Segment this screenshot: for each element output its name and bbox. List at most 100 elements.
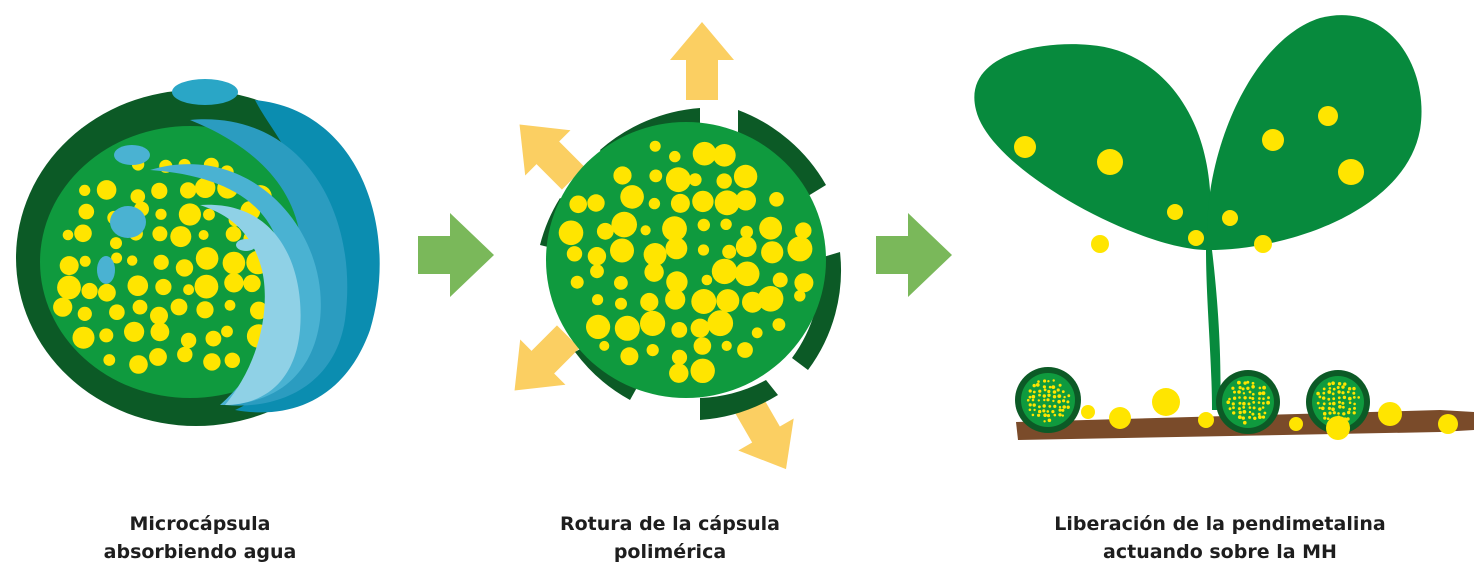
dot [1331, 392, 1335, 396]
dot [1032, 390, 1036, 394]
dot [1347, 387, 1352, 391]
dot [1228, 407, 1232, 411]
dot [1348, 407, 1351, 411]
dot [1248, 410, 1252, 414]
dot [1243, 381, 1247, 385]
dot [152, 226, 168, 242]
dot [1047, 380, 1050, 383]
dot [1252, 401, 1256, 404]
dot [1028, 408, 1032, 412]
dot [1348, 401, 1352, 405]
soil-capsule [1216, 370, 1280, 434]
dot [640, 292, 659, 312]
dot [203, 208, 215, 221]
dot [1226, 400, 1230, 405]
dot [1062, 399, 1066, 403]
dot [688, 173, 702, 187]
dot [224, 299, 236, 311]
dot [129, 355, 148, 374]
dot [1061, 408, 1065, 412]
dot [1237, 380, 1241, 385]
dot [1241, 387, 1245, 391]
dot [648, 197, 661, 210]
dot [183, 284, 195, 296]
dot [1352, 411, 1356, 415]
dot [690, 358, 715, 383]
left-leaf [974, 44, 1211, 251]
dot [1243, 396, 1247, 400]
dot [1327, 406, 1331, 410]
dot [1232, 406, 1235, 410]
dot [558, 220, 584, 246]
dot [1032, 403, 1036, 407]
dot [640, 310, 666, 336]
dot [1316, 401, 1320, 405]
dot [110, 237, 122, 250]
dot [1056, 388, 1060, 392]
arrow-right-icon [876, 213, 952, 297]
dot [759, 216, 782, 240]
step-caption-2: Rotura de la cápsula polimérica [510, 510, 830, 566]
dot [1058, 383, 1062, 387]
dot [1248, 415, 1252, 419]
caption-line: polimérica [613, 541, 727, 563]
dot [1323, 416, 1327, 420]
dot [643, 243, 667, 266]
dot [155, 208, 167, 220]
dot [1248, 390, 1252, 394]
dot [198, 230, 209, 240]
dot [205, 330, 222, 347]
dot [124, 321, 145, 342]
dot [586, 314, 611, 339]
dot [1246, 380, 1250, 384]
dot [1347, 410, 1351, 415]
pendimethalin-release-illustration [974, 15, 1474, 440]
dot [669, 363, 689, 383]
dot [195, 177, 216, 198]
dot [149, 348, 167, 366]
dot [620, 347, 639, 366]
dot [1031, 398, 1035, 402]
dot [1321, 406, 1325, 411]
dot [1326, 417, 1330, 421]
dot [1061, 414, 1065, 417]
dot [1341, 401, 1345, 405]
dot [1066, 400, 1070, 404]
dot [1258, 415, 1262, 419]
dot [1341, 391, 1345, 395]
dot [1243, 420, 1247, 425]
dot [1336, 386, 1340, 389]
dot [1258, 407, 1262, 411]
dot [669, 150, 681, 163]
dot [666, 271, 688, 293]
dot [662, 216, 687, 242]
dot [1346, 390, 1350, 394]
dot [772, 318, 786, 331]
dot [711, 258, 738, 285]
dot [587, 194, 605, 212]
dot [599, 340, 610, 351]
dot [109, 304, 125, 321]
dot [649, 140, 661, 152]
dot [1263, 411, 1267, 415]
dot [1332, 411, 1336, 415]
dot [180, 182, 197, 199]
dot [150, 322, 170, 342]
dot [1328, 411, 1332, 415]
dot [1327, 382, 1332, 386]
dot [1067, 394, 1071, 398]
dot [1337, 390, 1341, 394]
dot [1052, 399, 1055, 403]
dot [734, 261, 760, 287]
dot [1342, 395, 1347, 400]
dot [222, 251, 246, 275]
dot [1043, 398, 1046, 402]
dot [1318, 406, 1321, 410]
dot [1258, 397, 1261, 400]
dot [1037, 399, 1041, 402]
dot [1338, 405, 1342, 409]
caption-line: Microcápsula [129, 513, 271, 535]
dot [570, 275, 584, 289]
dot [590, 264, 604, 279]
dot [787, 236, 813, 262]
